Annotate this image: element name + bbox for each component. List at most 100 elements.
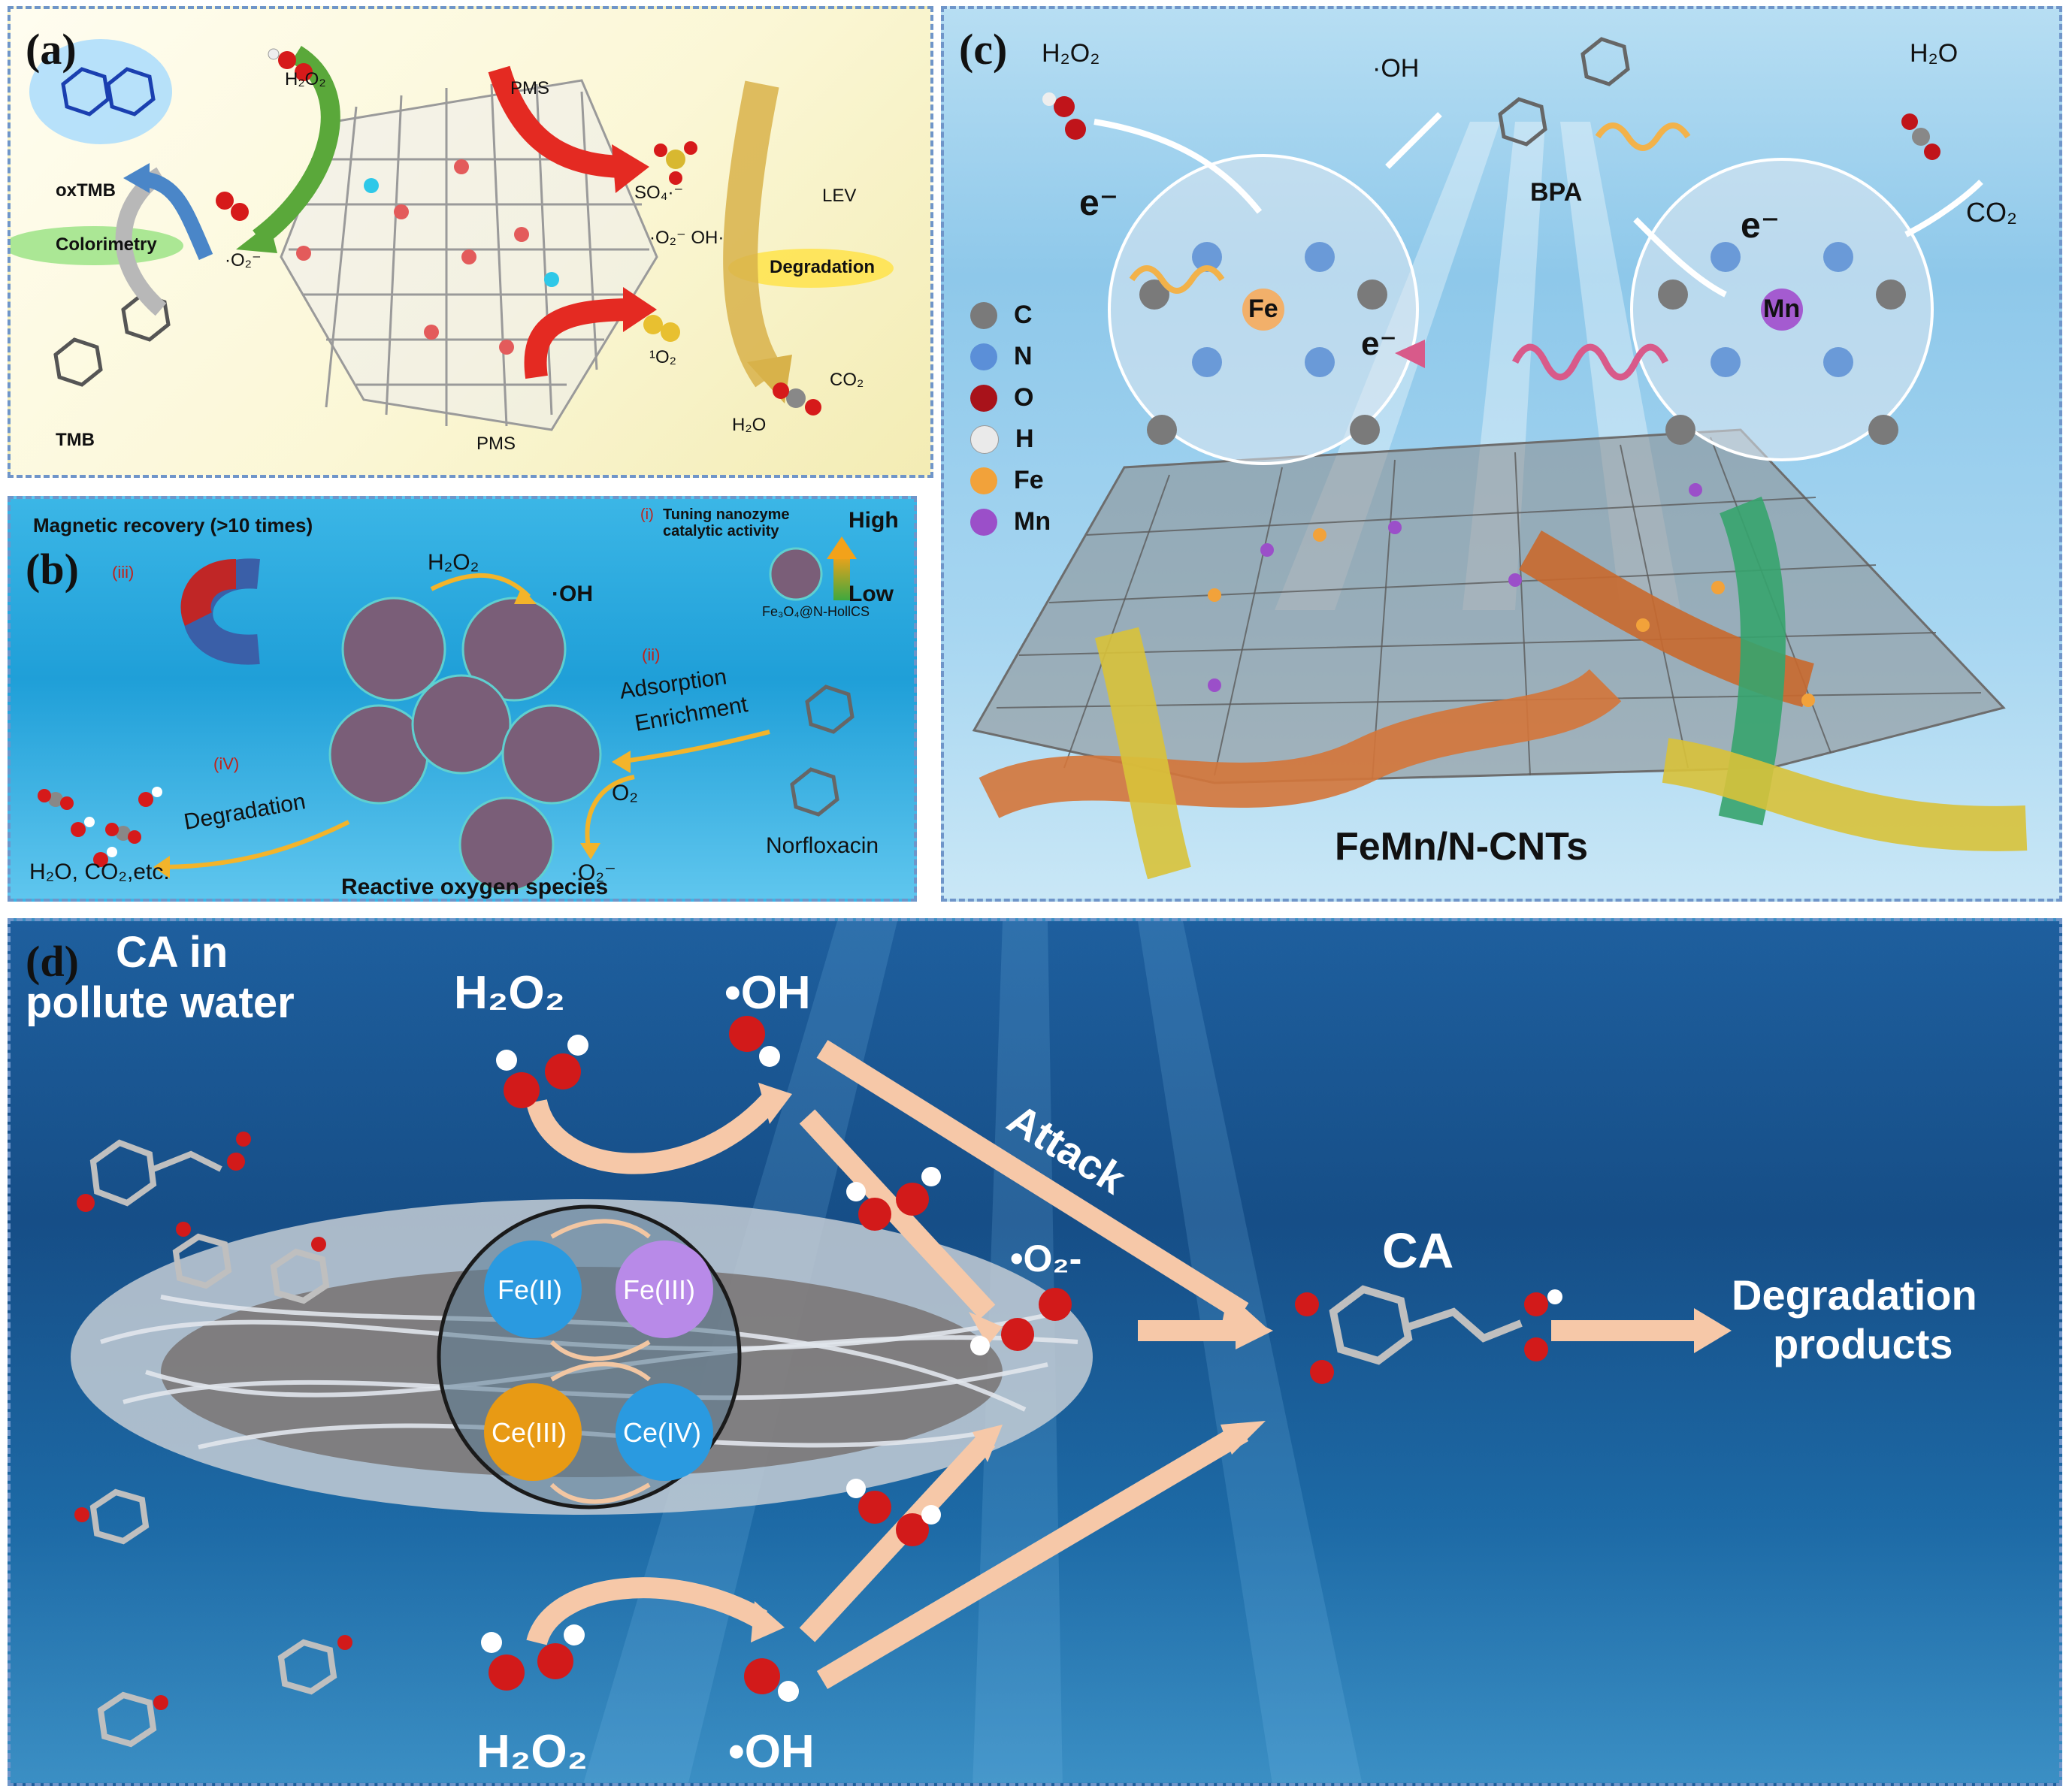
superoxide-label: •O₂- [1010,1237,1082,1280]
singlet-o2-molecule [643,315,680,342]
degradation-glow [728,249,894,288]
tuning-activity-label: Tuning nanozyme catalytic activity [663,506,790,539]
catalyst-spheres [328,547,823,893]
electron-right-label: e⁻ [1741,206,1780,246]
legend-item: N [970,336,1051,377]
arrow-red-bottom [524,298,635,379]
arrow-o2 [585,775,635,853]
panel-c: (c) H₂O₂ ·OH H₂O BPA CO₂ e⁻ e⁻ e⁻ Fe Mn … [941,6,2062,902]
high-label: High [848,508,899,533]
legend-item: O [970,377,1051,419]
step-ii-label: (ii) [642,645,661,664]
legend-label: N [1014,342,1033,370]
colorimetry-label: Colorimetry [56,234,157,255]
legend-item: C [970,295,1051,336]
arrow-co2-out [1904,180,1983,237]
legend-swatch [970,384,997,412]
mn-site-sphere [1630,158,1934,461]
o2-molecule [216,192,249,221]
tmb-label: TMB [56,430,95,450]
arrow-oh-out [1385,112,1442,169]
lev-label: LEV [822,186,857,206]
legend-label: C [1014,301,1033,329]
hydroxyl-top-label: •OH [724,967,811,1019]
co2-label: CO₂ [830,370,864,390]
h2o2-bottom-label: H₂O₂ [476,1726,588,1778]
legend-swatch [970,343,997,370]
arrow-h2o2-oh [430,573,531,599]
co2-molecule [1901,113,1940,160]
panel-c-graphics [972,37,2028,880]
ros-label: Reactive oxygen species [341,875,609,899]
panel-d-graphics [71,921,1732,1783]
h2o2-bottom-mid-molecule [846,1479,941,1546]
arrow-gold-degradation [723,80,785,388]
electron-left-label: e⁻ [1079,183,1119,223]
panel-b-graphics [38,536,857,893]
so4-molecule [654,141,697,185]
arrow-heads [751,1083,1732,1642]
lattice-atoms [296,159,559,355]
bpa-label: BPA [1530,178,1583,207]
legend-swatch [970,508,997,536]
co2-molecule [773,382,821,416]
ca-molecule [1295,1285,1562,1384]
arrow-h2o2-in [1093,119,1263,214]
electron-wave-right [1595,122,1691,151]
ce4-label: Ce(IV) [623,1417,702,1448]
h2o2-top-molecule [496,1035,588,1108]
graphene-grid [996,437,1982,780]
arrow-degradation [160,820,350,869]
fe-site-sphere [1108,154,1419,465]
legend-label: H [1015,425,1034,453]
arrow-green-h2o2 [253,45,340,246]
h2o2-label: H₂O₂ [1042,39,1100,68]
hydroxyl-bottom-label: •OH [728,1726,815,1778]
carbon-nanotubes [979,496,2028,880]
product-molecules [38,787,162,867]
oxtmb-glow [29,39,172,144]
co2-label: CO₂ [1966,197,2017,228]
products-label: products [1773,1320,1953,1367]
arrow-adsorption [619,730,770,764]
step-iii-label: (iii) [112,563,135,582]
panel-a-label: (a) [26,25,77,74]
ce4-sphere [616,1383,713,1481]
step-i-label: (i) [640,506,654,523]
panel-d: (d) CA in pollute water H₂O₂ •OH Attack … [8,918,2062,1786]
ca-in-label: CA in [116,928,228,977]
products-label: H₂O, CO₂,etc. [29,860,170,884]
fe-center-label: Fe [1248,295,1278,323]
low-label: Low [848,582,894,606]
magnetic-recovery-label: Magnetic recovery (>10 times) [33,514,313,536]
legend-label: Mn [1014,507,1051,536]
degradation-label: Degradation [1732,1271,1977,1319]
oh-bottom-molecule [744,1658,799,1702]
electron-wave-mid [1511,343,1669,381]
arrow-blue-oxtmb [137,171,213,260]
h2o2-label: H₂O₂ [428,550,479,575]
catalyst-label: Fe₃O₄@N-HollCS [762,604,870,619]
water-label: H₂O [1910,39,1959,68]
h2o2-top-label: H₂O₂ [454,967,566,1019]
panel-c-label: (c) [959,25,1008,74]
fe2-sphere [484,1240,582,1338]
legend-item: H [970,419,1051,460]
fe3-sphere [616,1240,713,1338]
oxtmb-molecule [61,67,156,116]
hydroxyl-label: ·OH [552,582,593,606]
reaction-arrows [526,1040,1694,1690]
step-iv-label: (iV) [213,754,240,773]
oxygen-label: O₂ [612,781,638,805]
legend-swatch [970,301,997,329]
activity-arrow-icon [827,536,857,600]
oxtmb-label: oxTMB [56,180,116,201]
singlet-oxygen-label: ¹O₂ [649,347,676,367]
panel-b-label: (b) [26,545,79,594]
ce3-sphere [484,1383,582,1481]
colorimetry-glow [11,226,183,265]
panel-a-graphics [11,39,894,431]
legend-item: Mn [970,501,1051,542]
legend-label: Fe [1014,466,1044,494]
h2o2-molecule [268,48,313,81]
